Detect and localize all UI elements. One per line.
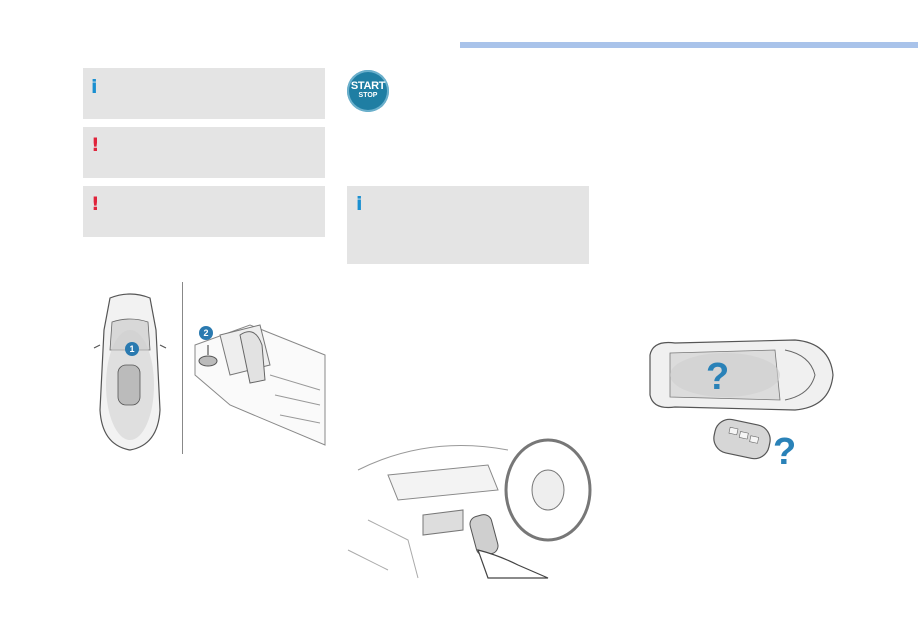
info-icon: i	[91, 76, 98, 98]
start-label: START	[350, 80, 386, 92]
stop-label: STOP	[358, 92, 378, 99]
warning-icon: !	[91, 134, 100, 156]
warning-note-box: !	[83, 127, 325, 178]
figure-divider	[182, 282, 183, 454]
question-mark-icon: ?	[706, 356, 730, 398]
info-icon: i	[356, 193, 363, 215]
start-stop-button-icon: START STOP	[347, 70, 389, 112]
info-note-box: i	[83, 68, 325, 119]
question-mark-icon: ?	[773, 431, 797, 473]
header-color-bar	[460, 42, 918, 48]
car-side-view-illustration	[649, 339, 834, 411]
warning-note-box: !	[83, 186, 325, 237]
callout-2-badge: 2	[199, 326, 213, 340]
car-top-view-illustration	[93, 293, 167, 451]
dashboard-key-illustration	[347, 430, 592, 579]
remote-key-icon	[713, 418, 771, 460]
center-console-illustration	[194, 324, 326, 446]
callout-1-badge: 1	[125, 342, 139, 356]
info-note-box: i	[347, 186, 589, 264]
warning-icon: !	[91, 193, 100, 215]
